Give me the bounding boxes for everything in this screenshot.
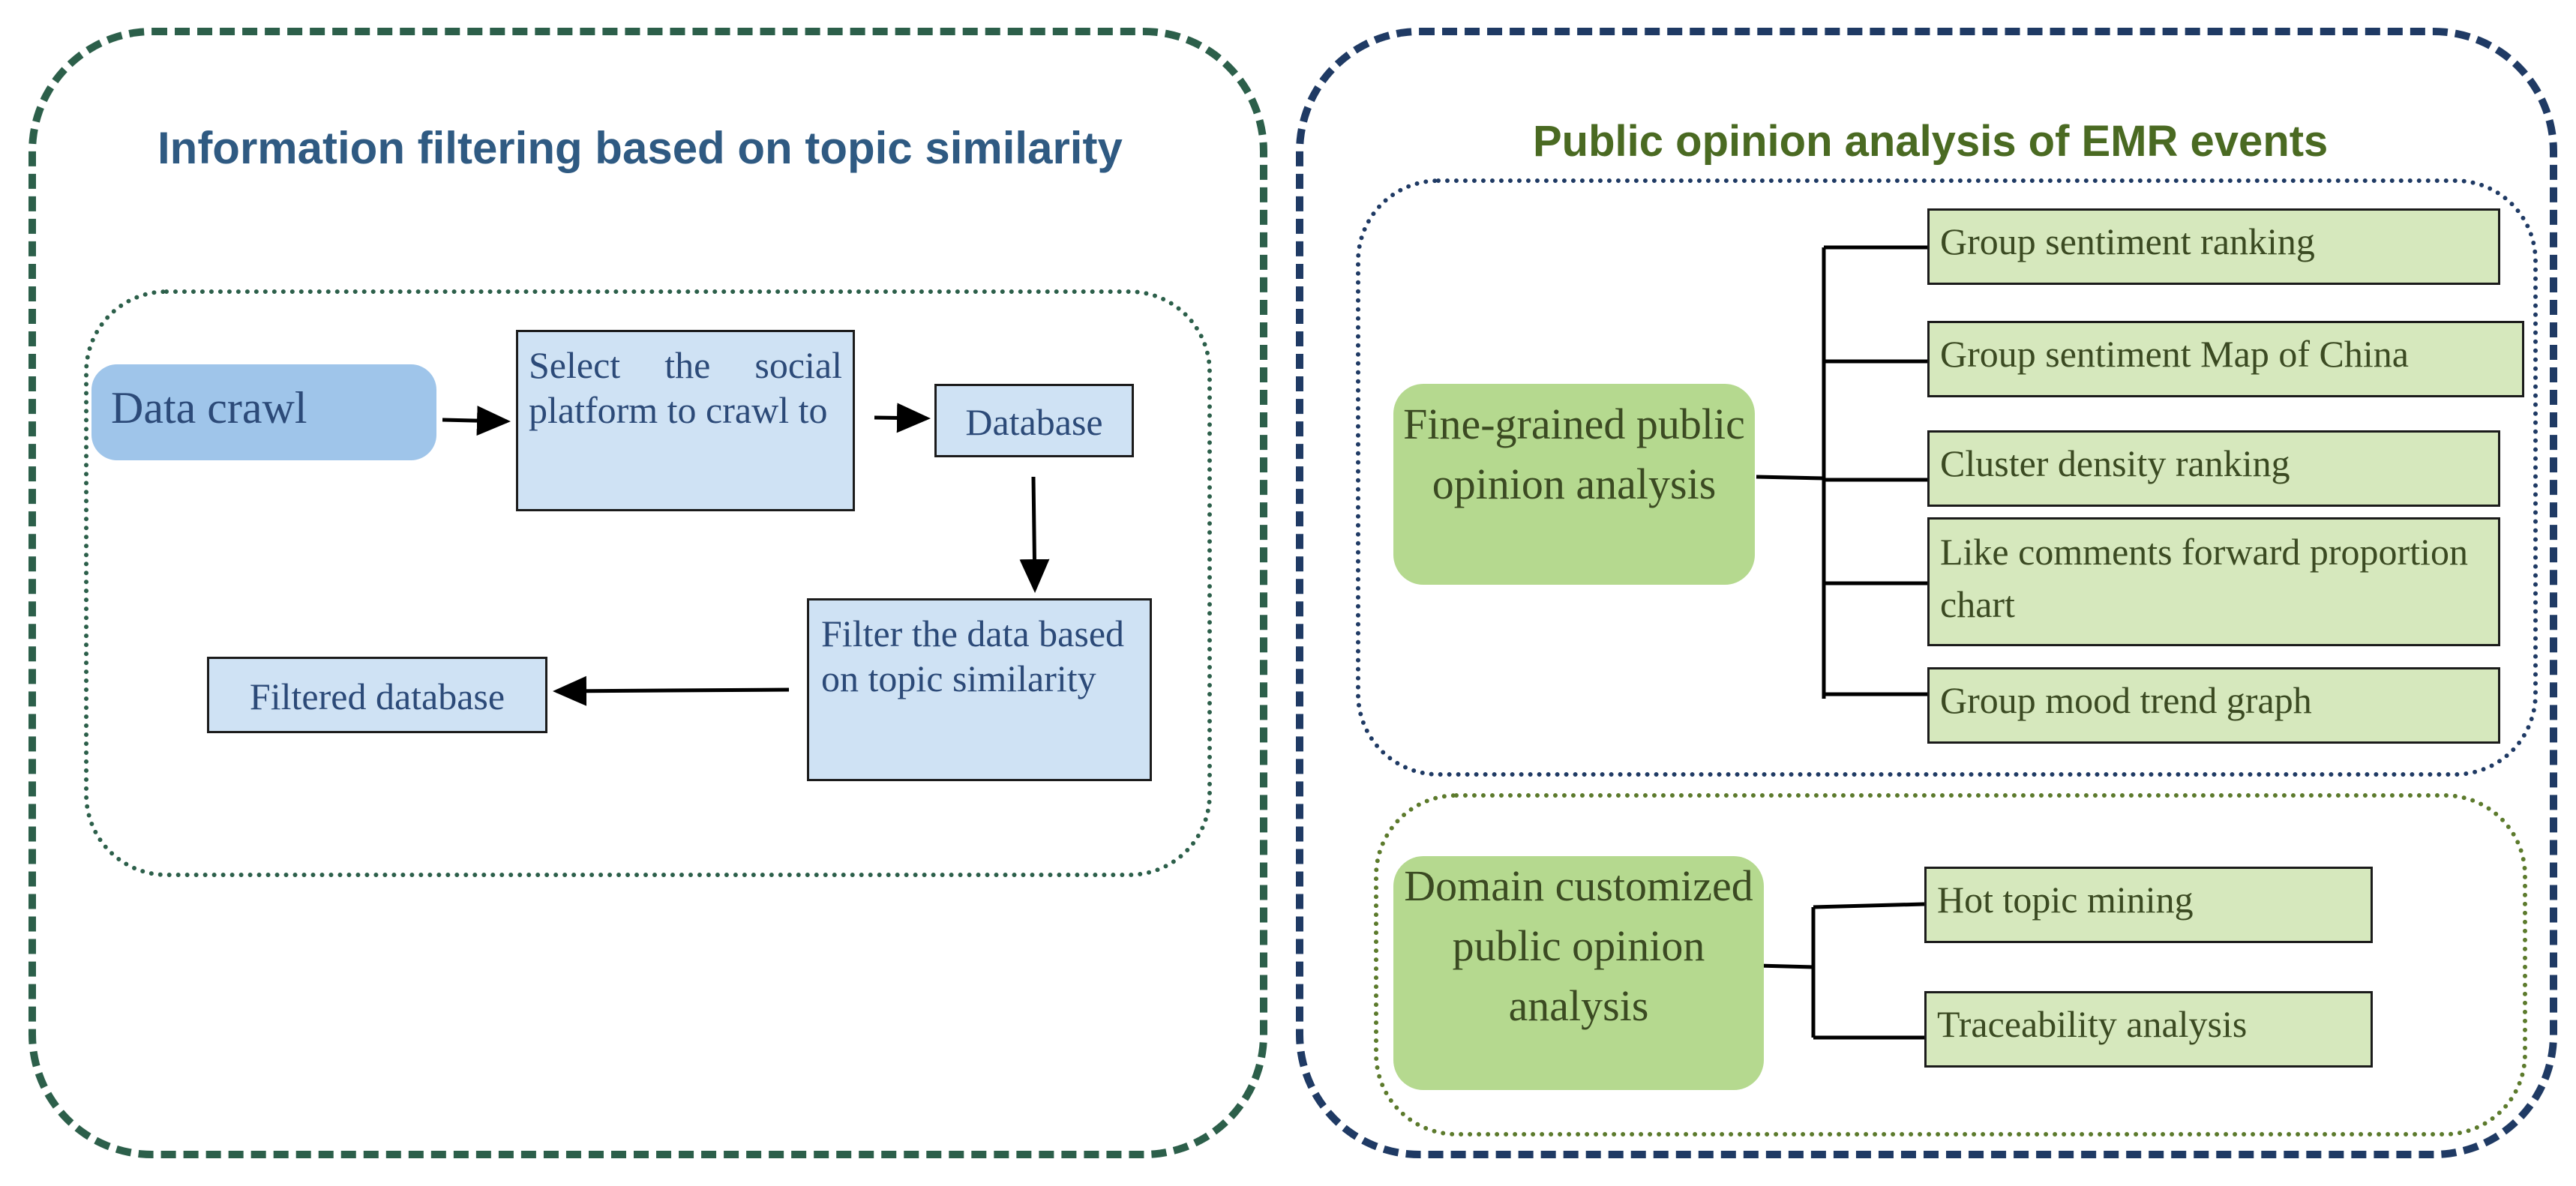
arrow-filter-to-filtered-db	[553, 675, 790, 706]
item-like-comments-forward: Like comments forward proportion chart	[1927, 517, 2500, 646]
left-flow-container	[84, 289, 1212, 877]
left-panel-title: Information filtering based on topic sim…	[157, 123, 1123, 173]
data-crawl-node: Data crawl	[91, 364, 436, 460]
right-panel-title: Public opinion analysis of EMR events	[1533, 117, 2329, 166]
filter-data-node: Filter the data based on topic similarit…	[807, 598, 1152, 781]
database-node: Database	[934, 384, 1134, 457]
arrow-crawl-to-select	[442, 406, 511, 436]
item-group-sentiment-map: Group sentiment Map of China	[1927, 321, 2524, 397]
fine-grained-container	[1356, 178, 2538, 777]
item-hot-topic-mining: Hot topic mining	[1924, 867, 2373, 943]
left-panel-border	[28, 28, 1267, 1158]
fine-grained-analysis-node: Fine-grained public opinion analysis	[1393, 384, 1755, 585]
item-traceability-analysis: Traceability analysis	[1924, 991, 2373, 1068]
select-platform-node: Select the social platform to crawl to	[516, 330, 855, 511]
domain-tree-lines	[1757, 902, 1925, 1040]
domain-customized-analysis-node: Domain customized public opinion analysi…	[1393, 856, 1764, 1090]
right-panel-border	[1296, 28, 2557, 1158]
item-group-sentiment-ranking: Group sentiment ranking	[1927, 208, 2500, 285]
fine-grained-tree-lines	[1756, 245, 1927, 699]
domain-customized-container	[1374, 793, 2527, 1137]
item-group-mood-trend: Group mood trend graph	[1927, 667, 2500, 744]
filtered-database-node: Filtered database	[207, 657, 547, 733]
arrow-database-to-filter	[1019, 476, 1050, 593]
item-cluster-density-ranking: Cluster density ranking	[1927, 430, 2500, 507]
